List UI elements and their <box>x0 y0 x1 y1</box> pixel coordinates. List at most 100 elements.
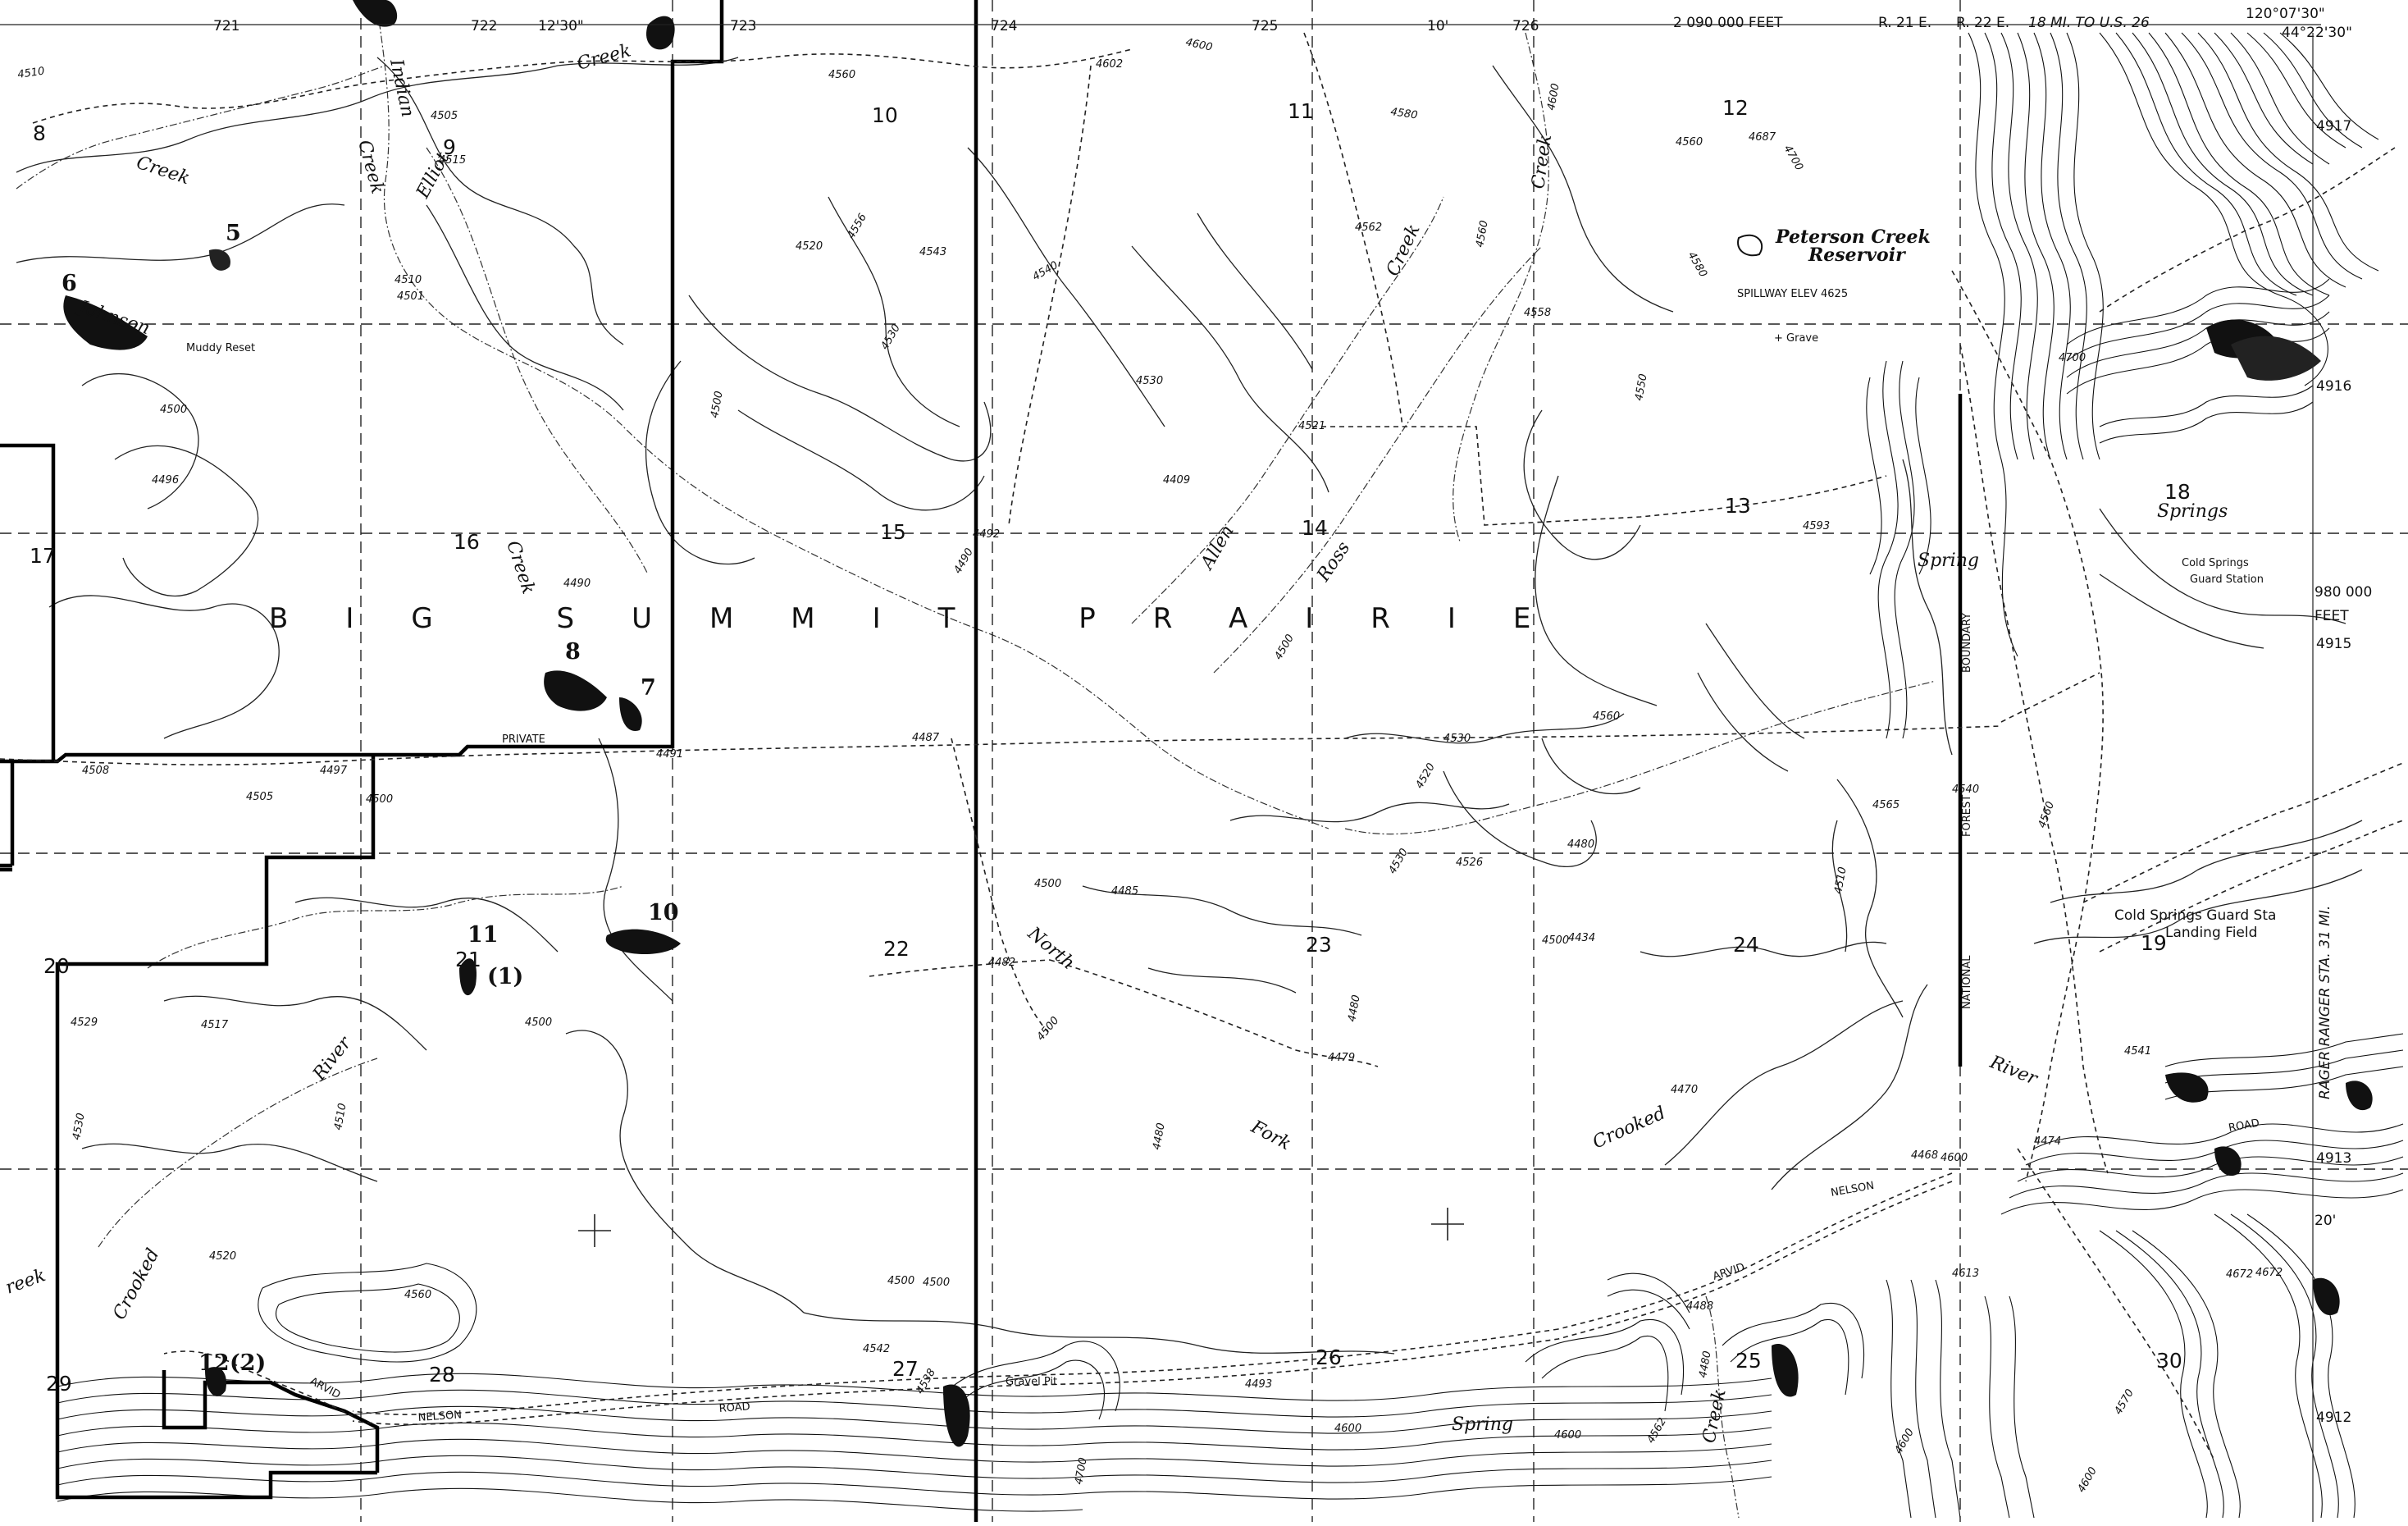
stream-label: Crooked <box>109 1245 163 1323</box>
forest-boundary-label: NATIONAL <box>1961 955 1973 1009</box>
spot-elevation: 4565 <box>1872 799 1899 811</box>
stream-label: Creek <box>134 153 192 189</box>
spot-elevation: 4600 <box>1184 36 1213 54</box>
utm-tick-722: 722 <box>471 18 497 34</box>
spot-elevation: 4529 <box>71 1017 98 1029</box>
reservoir-label: Peterson Creek <box>1775 226 1931 248</box>
section-number: 24 <box>1733 933 1759 957</box>
spot-elevation: 4521 <box>1298 420 1325 432</box>
spot-elevation: 4600 <box>2075 1465 2100 1495</box>
spot-elevation: 4517 <box>201 1019 229 1031</box>
section-number: 14 <box>1302 516 1328 540</box>
utm-tick-4916: 4916 <box>2316 378 2351 395</box>
spot-elevation: 4580 <box>1389 106 1418 121</box>
spot-elevation: 4500 <box>709 390 726 418</box>
spillway-label: SPILLWAY ELEV 4625 <box>1737 288 1848 300</box>
spot-elevation: 4542 <box>863 1343 890 1355</box>
spot-elevation: 4550 <box>1633 372 1650 401</box>
lon-label-right: 10' <box>1427 18 1448 34</box>
utm-tick-723: 723 <box>730 18 756 34</box>
prairie-title: BIG SUMMIT PRAIRIE <box>269 602 1588 635</box>
handwritten-note: (1) <box>487 964 523 989</box>
spot-elevation: 4500 <box>160 404 187 416</box>
spot-elevation: 4600 <box>1545 82 1562 111</box>
section-number: 27 <box>892 1357 919 1381</box>
utm-tick-4917: 4917 <box>2316 118 2351 135</box>
utm-tick-4913: 4913 <box>2316 1150 2351 1167</box>
section-number: 29 <box>46 1372 72 1396</box>
spot-elevation: 4600 <box>1554 1429 1581 1441</box>
stream-label: Crooked <box>1589 1103 1668 1153</box>
spring-label: Spring <box>1452 1414 1513 1435</box>
stream-label: North <box>1023 923 1078 974</box>
ownership-boundary <box>0 0 1963 1522</box>
top-margin-annotations: 721 722 723 724 725 726 12'30" 10' 2 090… <box>0 6 2352 41</box>
spot-elevation: 4560 <box>404 1289 431 1301</box>
stream-label: Allen <box>1197 522 1238 574</box>
spot-elevation: 4530 <box>1443 733 1471 745</box>
spot-elevation: 4600 <box>1334 1423 1361 1435</box>
spot-elevation: 4500 <box>887 1275 914 1287</box>
spot-elevation: 4560 <box>828 69 855 81</box>
spot-elevation: 4474 <box>2034 1135 2061 1148</box>
spot-elevation: 4520 <box>1413 761 1438 791</box>
lat-minutes: 20' <box>2315 1213 2336 1229</box>
stream-label: reek <box>3 1265 48 1299</box>
place-labels: Peterson Creek Reservoir SPILLWAY ELEV 4… <box>186 226 2276 1435</box>
spot-elevation: 4505 <box>431 110 458 122</box>
spot-elevation: 4480 <box>1567 838 1594 851</box>
road-label: NELSON <box>417 1409 462 1424</box>
section-number: 17 <box>30 544 56 568</box>
spot-elevation: 4543 <box>919 246 946 258</box>
utm-tick-724: 724 <box>991 18 1017 34</box>
stream-label: Indian <box>385 57 417 119</box>
spot-elevation: 4560 <box>1676 136 1703 148</box>
spot-elevation: 4470 <box>1671 1084 1698 1096</box>
spot-elevation: 4508 <box>82 765 109 777</box>
stream-label: Creek <box>1528 133 1556 190</box>
spot-elevation: 4613 <box>1952 1268 1979 1280</box>
handwritten-note: 11 <box>467 922 499 948</box>
spot-elevation: 4600 <box>1941 1152 1968 1164</box>
forest-boundary-label: BOUNDARY <box>1961 613 1973 673</box>
springs-label: Springs <box>2157 501 2228 522</box>
private-label: PRIVATE <box>502 733 545 746</box>
spot-elevation: 4479 <box>1328 1052 1355 1064</box>
handwritten-note: 10 <box>648 900 679 925</box>
dark-features <box>63 0 2373 1447</box>
muddy-reset-label: Muddy Reset <box>186 342 255 354</box>
spot-elevation: 4482 <box>988 957 1015 969</box>
handwritten-note: 6 <box>62 271 77 296</box>
handwritten-note: (2) <box>230 1350 266 1376</box>
spot-elevation: 4560 <box>1593 710 1620 723</box>
spot-elevation: 4480 <box>1346 994 1363 1022</box>
stream-label: Creek <box>575 40 633 74</box>
utm-tick-725: 725 <box>1252 18 1278 34</box>
right-margin-annotations: 4917 4916 4915 4913 4912 980 000 FEET 20… <box>2312 33 2372 1522</box>
stream-names: Indian Creek Creek Elliot Creek Johnson … <box>3 40 2041 1445</box>
spot-elevation: 4490 <box>951 546 976 576</box>
spot-elevation: 4487 <box>912 732 940 744</box>
spot-elevation: 4485 <box>1111 885 1138 898</box>
spot-elevation: 4600 <box>1892 1427 1917 1456</box>
prairie-contours <box>16 57 2363 1355</box>
utm-tick-721: 721 <box>213 18 239 34</box>
forest-boundary-label: FOREST <box>1961 795 1973 837</box>
section-number: 28 <box>429 1363 455 1387</box>
handwritten-note: 8 <box>565 639 581 665</box>
stream-label: Creek <box>1383 221 1425 279</box>
road-label: ARVID <box>1712 1261 1747 1283</box>
grid-feet-unit: FEET <box>2315 608 2349 624</box>
section-number: 11 <box>1288 99 1314 123</box>
spot-elevation: 4602 <box>1096 58 1123 71</box>
stream-label: Ross <box>1313 538 1355 586</box>
spot-elevation: 4468 <box>1911 1149 1938 1162</box>
corner-latitude: 44°22'30" <box>2282 25 2352 41</box>
section-number: 19 <box>2141 931 2167 955</box>
spot-elevation: 4409 <box>1163 474 1190 487</box>
landing-field-label: Cold Springs Guard Sta <box>2114 907 2276 924</box>
spot-elevation: 4558 <box>1524 307 1551 319</box>
spot-elevation: 4515 <box>439 154 466 167</box>
range-right: R. 22 E. <box>1956 15 2009 31</box>
